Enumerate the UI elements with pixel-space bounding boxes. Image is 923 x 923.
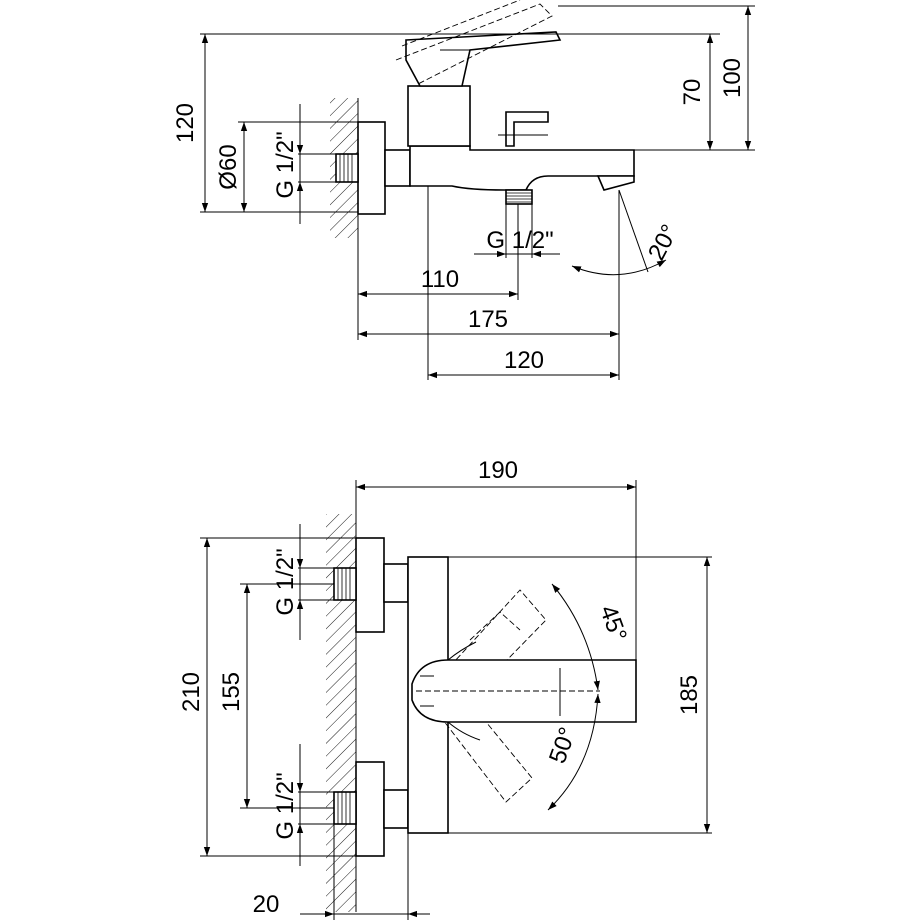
dim-label-diameter: Ø60: [215, 144, 242, 189]
dim-label-185: 185: [676, 675, 703, 715]
thread-stub-upper: [333, 567, 357, 601]
mixer-column: [407, 85, 471, 147]
lever-raised-dashed: [395, 3, 553, 85]
dim-label-210: 210: [178, 672, 205, 712]
wall-flange-upper: [355, 537, 385, 633]
wall-flange-lower: [355, 761, 385, 857]
plan-view: 190 210 155 G 1/2" G 1/2" 185 45° 50° 20: [178, 457, 712, 920]
dim-label-thread-left: G 1/2": [272, 131, 299, 198]
thread-stub-lower: [333, 791, 357, 825]
dim-arc-45deg: [551, 583, 600, 691]
dim-label-thread-upper: G 1/2": [272, 548, 299, 615]
dim-label-45deg: 45°: [594, 602, 632, 645]
connector-lower: [383, 789, 409, 829]
dim-label-155: 155: [218, 672, 245, 712]
lever-handle-side: [405, 31, 562, 87]
wall-flange-top: [357, 121, 386, 215]
connector-upper: [383, 563, 409, 603]
outlet-aerator: [596, 175, 635, 191]
dim-label-70: 70: [679, 79, 706, 106]
diverter-knob: [505, 111, 549, 147]
dim-label-outlet-thread: G 1/2": [486, 227, 553, 254]
dim-arc-20deg: [571, 259, 667, 276]
dim-label-110: 110: [421, 266, 459, 293]
lever-rotated-dashed-lower: [439, 699, 533, 803]
dim-label-120-vertical: 120: [172, 103, 199, 143]
dim-label-20deg: 20°: [643, 220, 684, 265]
dim-label-120-horizontal: 120: [504, 347, 544, 374]
dim-label-175: 175: [468, 306, 508, 333]
thread-stub-top: [335, 153, 359, 183]
dim-label-thread-lower: G 1/2": [272, 772, 299, 839]
dim-label-20: 20: [253, 891, 280, 918]
dim-label-100: 100: [719, 58, 746, 98]
dim-label-190: 190: [478, 457, 518, 484]
side-view: 120 Ø60 G 1/2" 100 70 G 1/2" 20° 110 175: [172, 0, 755, 380]
dim-arc-50deg: [547, 693, 601, 811]
connector-top: [384, 149, 411, 187]
bottom-outlet-thread: [505, 189, 533, 205]
dim-label-50deg: 50°: [544, 724, 582, 767]
